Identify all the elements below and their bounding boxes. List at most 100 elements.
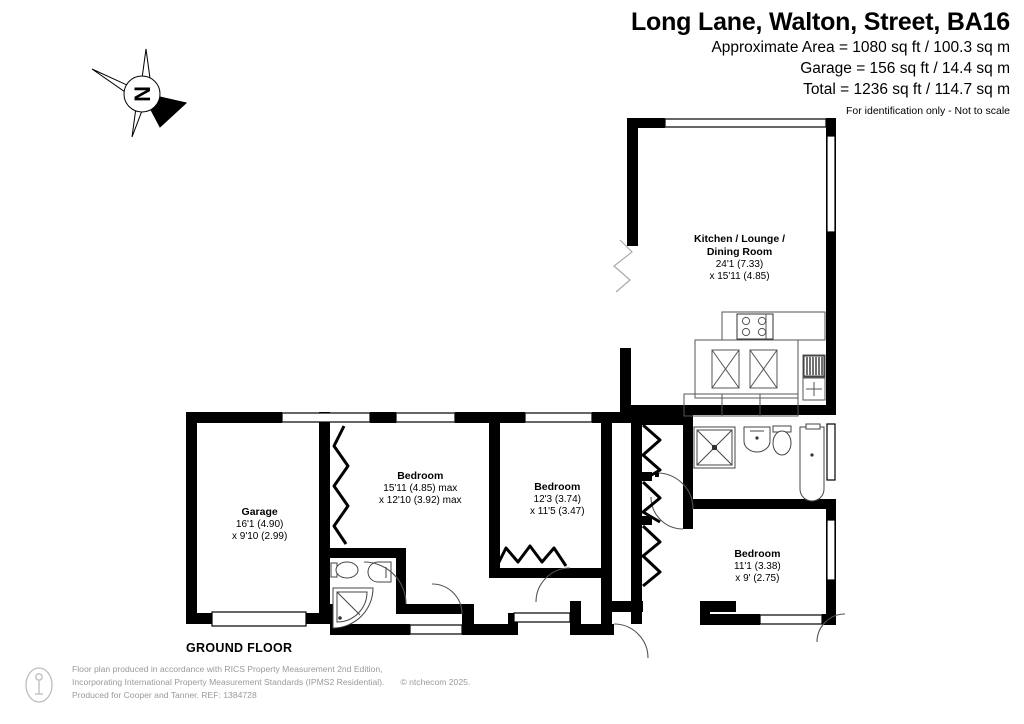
room-dim-line2: x 15'11 (4.85) [709,270,770,282]
hob [736,313,774,340]
room-dim-line1: 11'1 (3.38) [734,560,781,572]
window-bathroom-right [826,423,836,481]
toilet-pan [772,430,792,456]
window-bottom-2 [513,612,571,623]
bathtub [799,426,825,502]
kitchen-tall-unit-hatch [803,355,825,377]
wc-shower-line [336,591,361,616]
window-bed3 [759,614,823,625]
wall-hall-top-stub [620,348,631,415]
wall-garage-bottom-left [186,613,212,624]
compass-north-letter: N [130,86,155,102]
break-line-kitchen [613,239,633,293]
wc-pan [335,561,359,579]
door-bed2 [535,567,571,603]
wall-bottom-jamb-b [570,601,581,635]
garage-door [211,611,307,627]
wall-group [186,118,836,635]
room-name-line1: Bedroom [397,470,444,482]
door-wc [363,561,407,605]
kitchen-unit-1 [711,349,740,389]
wall-between-bed1-bed2 [489,412,500,577]
compass-center-circle [123,75,161,113]
footer-copyright: © ntchecom 2025. [400,677,471,688]
cupboard-hall-2 [641,480,662,524]
wall-top-seg-2 [370,412,396,423]
wardrobe-bed1-vertical [332,425,350,545]
kitchen-counter-mid [694,339,799,399]
room-dim-line2: x 11'5 (3.47) [530,505,585,517]
hob-burner-1 [741,316,751,326]
kitchen-unit-1-x2 [711,349,740,389]
cupboard-hall-1 [641,423,662,482]
window-top-2 [395,412,456,423]
wall-garage-left [186,412,197,624]
door-bed1 [431,583,463,615]
wall-bed1-bottom-left [406,604,462,614]
wall-garage-right [319,412,330,624]
room-label-bedroom-1: Bedroom 15'11 (4.85) max x 12'10 (3.92) … [379,470,462,507]
room-label-kitchen-lounge-dining: Kitchen / Lounge / Dining Room 24'1 (7.3… [694,233,785,283]
room-dim-line2: x 9' (2.75) [735,572,780,584]
door-bathroom [656,472,694,510]
bathtub-tap [805,423,821,430]
hob-burner-3 [741,327,751,337]
wall-bottom-jamb-a [508,613,518,635]
plan-header: Long Lane, Walton, Street, BA16 Approxim… [631,8,1010,118]
bathtub-drain [810,453,814,457]
wardrobe-indicators [332,423,662,588]
wall-garage-bottom-right [306,613,330,624]
area-line-approximate: Approximate Area = 1080 sq ft / 100.3 sq… [711,38,1010,56]
wall-kitchen-bottom [620,405,836,415]
room-dim-line2: x 12'10 (3.92) max [379,494,462,506]
room-name-line1: Bedroom [734,548,781,560]
room-label-bedroom-2: Bedroom 12'3 (3.74) x 11'5 (3.47) [530,481,585,518]
wall-kitchen-left [627,118,638,246]
wall-bathroom-left [683,415,693,505]
wc-shower-drain [338,616,342,620]
wall-bottom-seg-3 [570,624,614,635]
wall-garage-top-left [186,412,282,423]
door-bed3 [650,496,684,530]
wall-bed1-bottom-jamb [462,604,474,624]
disclaimer-text: For identification only - Not to scale [846,105,1010,118]
window-kitchen-top [664,118,827,128]
wall-kitchen-right [826,118,836,415]
room-name-line1: Kitchen / Lounge / [694,233,785,245]
area-line-garage: Garage = 156 sq ft / 14.4 sq m [800,59,1010,77]
room-dim-line1: 15'11 (4.85) max [383,482,458,494]
wall-cupboard-jamb-2 [642,516,652,525]
basin-drain [755,436,759,440]
window-group [211,118,836,635]
room-dim-line1: 16'1 (4.90) [235,518,284,530]
room-name-line2: Dining Room [706,245,773,258]
door-side [816,613,846,643]
shower-drain [712,445,717,450]
door-entrance [613,623,649,659]
wall-bathroom-top-left [642,415,688,425]
wardrobe-bed2-horizontal [494,544,568,569]
footer-line-2: Incorporating International Property Mea… [72,677,385,688]
window-bed3-right [826,519,836,581]
room-dim-line1: 12'3 (3.74) [533,493,582,505]
window-top-3 [524,412,593,423]
wall-bed3-bottom-left [601,601,643,612]
wall-bottom-seg-4 [700,614,760,625]
cupboard-hall-3 [641,524,662,588]
window-bottom-1 [409,624,463,635]
room-dim-line1: 24'1 (7.33) [715,258,764,270]
break-lines [613,239,633,293]
wall-bed3-left-stub [683,499,693,529]
room-name-line1: Garage [241,506,278,518]
floor-level-label: GROUND FLOOR [186,641,293,655]
window-kitchen-right [826,135,836,233]
area-line-total: Total = 1236 sq ft / 114.7 sq m [803,81,1010,99]
bathroom-fixtures [693,423,825,502]
door-swings [363,472,846,659]
kitchen-unit-2 [749,349,778,389]
room-dim-line2: x 9'10 (2.99) [232,530,288,542]
footer-line-3: Produced for Cooper and Tanner. REF: 138… [72,690,257,701]
wc-basin [367,561,392,583]
room-label-bedroom-3: Bedroom 11'1 (3.38) x 9' (2.75) [734,548,781,585]
wall-bed3-top [683,499,836,509]
